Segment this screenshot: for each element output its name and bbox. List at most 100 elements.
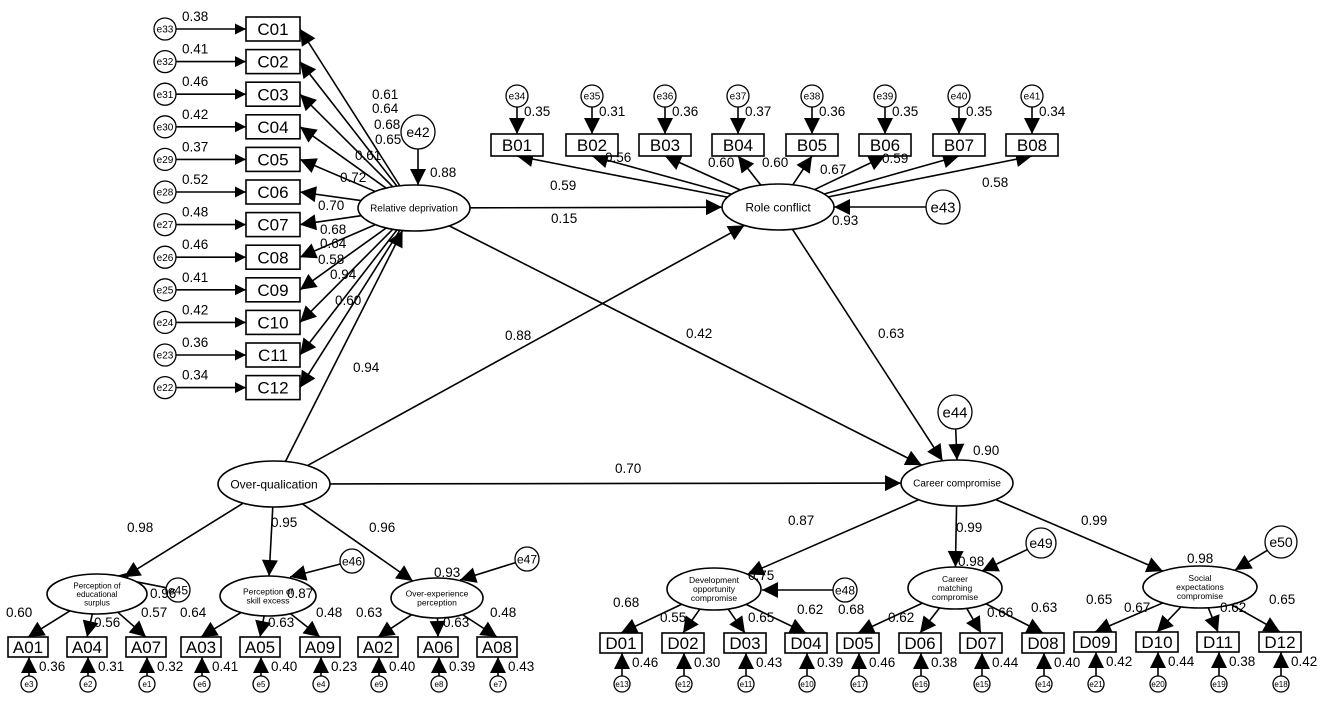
latent-perception-skill-excess-label-2: skill excess xyxy=(247,596,290,606)
item-B03-label: B03 xyxy=(650,136,680,155)
item-A04: A04 xyxy=(66,636,108,658)
loading-label-D08: 0.63 xyxy=(1031,600,1057,615)
arrow-e49-cmc xyxy=(981,548,1028,572)
loading-label-D11: 0.62 xyxy=(1220,600,1246,615)
r2-B06: 0.35 xyxy=(892,104,918,119)
item-B02-box xyxy=(565,133,619,157)
error-e15: e15 xyxy=(973,675,991,693)
error-e25-label: e25 xyxy=(157,285,174,296)
item-D06-label: D06 xyxy=(904,634,935,653)
item-D03: D03 xyxy=(723,632,767,654)
error-e10-label: e10 xyxy=(800,680,814,689)
loading-label-D06: 0.62 xyxy=(888,610,914,625)
item-D02: D02 xyxy=(661,632,705,654)
path-label-oq-cc: 0.70 xyxy=(615,461,641,476)
error-e31: e31 xyxy=(153,82,177,106)
item-A01-label: A01 xyxy=(13,638,43,657)
error-e20-label: e20 xyxy=(1151,680,1165,689)
error-e36-label: e36 xyxy=(657,92,674,103)
item-D10-label: D10 xyxy=(1141,633,1172,652)
loading-label-rc-5: 0.59 xyxy=(882,151,908,166)
item-B07-box xyxy=(932,133,986,157)
error-e28: e28 xyxy=(153,180,177,204)
disturbance-e47: e47 xyxy=(514,546,540,572)
error-e27-circle xyxy=(153,212,177,237)
r2-A04: 0.31 xyxy=(98,659,124,674)
item-B06-label: B06 xyxy=(870,136,900,155)
latent-career-matching-compromise-label-2: matching xyxy=(938,583,973,593)
error-e14: e14 xyxy=(1035,675,1053,693)
item-D11: D11 xyxy=(1196,631,1240,653)
item-C08: C08 xyxy=(245,244,301,270)
item-A02-box xyxy=(357,636,399,658)
item-C07-box xyxy=(245,211,301,238)
item-A09-label: A09 xyxy=(305,638,335,657)
error-e37: e37 xyxy=(726,84,750,108)
item-A03-box xyxy=(180,636,222,658)
item-B04: B04 xyxy=(711,133,765,157)
item-C07: C07 xyxy=(245,211,301,238)
error-e37-circle xyxy=(726,84,750,108)
loading-pes-A07 xyxy=(117,611,147,638)
error-e8: e8 xyxy=(430,675,448,693)
r2-A07: 0.32 xyxy=(157,659,183,674)
loading-sec-D11 xyxy=(1204,607,1220,633)
item-D06-box xyxy=(898,632,942,654)
path-label-oq-pes: 0.98 xyxy=(127,520,153,535)
latent-over-experience-perception-ellipse xyxy=(390,577,484,619)
loading-doc-D01 xyxy=(620,603,683,634)
error-e23-label: e23 xyxy=(157,351,174,362)
error-e38-circle xyxy=(800,84,824,108)
r2-D11: 0.38 xyxy=(1229,654,1255,669)
disturbance-e46-label: e46 xyxy=(342,554,362,568)
error-e13-circle xyxy=(613,675,631,693)
loading-rc-B01 xyxy=(516,151,728,198)
r2-oep: 0.93 xyxy=(434,565,460,580)
error-e39: e39 xyxy=(873,84,897,108)
r2-D02: 0.30 xyxy=(694,655,720,670)
error-e33-label: e33 xyxy=(157,25,174,36)
path-cc-sec xyxy=(995,498,1164,573)
error-e24: e24 xyxy=(153,310,177,335)
disturbance-e46: e46 xyxy=(339,548,365,574)
latent-career-matching-compromise-ellipse xyxy=(907,566,1003,610)
latent-social-expectations-compromise-label-2: expectations xyxy=(1176,582,1224,592)
error-e35: e35 xyxy=(580,84,604,108)
item-A09: A09 xyxy=(299,636,341,658)
latent-perception-educational-surplus-label-1: Perception of xyxy=(73,581,121,590)
latent-development-opportunity-compromise-label-2: opportunity xyxy=(693,584,736,594)
error-e17-circle xyxy=(850,675,868,693)
error-e15-label: e15 xyxy=(975,680,989,689)
latent-development-opportunity-compromise-ellipse xyxy=(666,567,762,611)
error-e21: e21 xyxy=(1087,675,1105,693)
loading-rc-B05 xyxy=(792,155,813,186)
latent-career-compromise: Career compromise xyxy=(900,459,1014,507)
error-e12-label: e12 xyxy=(677,680,691,689)
loading-label-rc-1: 0.56 xyxy=(605,150,631,165)
loading-rd-C10 xyxy=(299,228,394,323)
item-C08-label: C08 xyxy=(257,248,288,267)
item-C05-box xyxy=(245,146,301,173)
error-e24-label: e24 xyxy=(157,318,174,329)
latent-over-qualication: Over-qualication xyxy=(217,460,331,508)
disturbance-e43-label: e43 xyxy=(930,199,955,216)
error-e6: e6 xyxy=(193,675,211,693)
loading-label-D04: 0.62 xyxy=(797,602,823,617)
loading-label-C04: 0.65 xyxy=(375,132,401,147)
loading-label-D10: 0.67 xyxy=(1124,600,1150,615)
arrow-e50-sec xyxy=(1234,549,1268,571)
loading-cmc-D06 xyxy=(919,607,941,634)
item-C09: C09 xyxy=(245,276,301,303)
loading-label-C12: 0.60 xyxy=(335,293,361,308)
item-B08-box xyxy=(1005,133,1059,157)
item-D10-box xyxy=(1135,631,1179,653)
item-A04-label: A04 xyxy=(72,638,102,657)
item-C10-box xyxy=(245,309,301,336)
loading-label-D01: 0.68 xyxy=(613,595,639,610)
r2-B04: 0.37 xyxy=(745,104,771,119)
error-e41: e41 xyxy=(1020,84,1044,108)
error-e15-circle xyxy=(973,675,991,693)
loading-rd-C12 xyxy=(299,229,401,389)
item-D01-label: D01 xyxy=(605,634,636,653)
error-e20: e20 xyxy=(1149,675,1167,693)
